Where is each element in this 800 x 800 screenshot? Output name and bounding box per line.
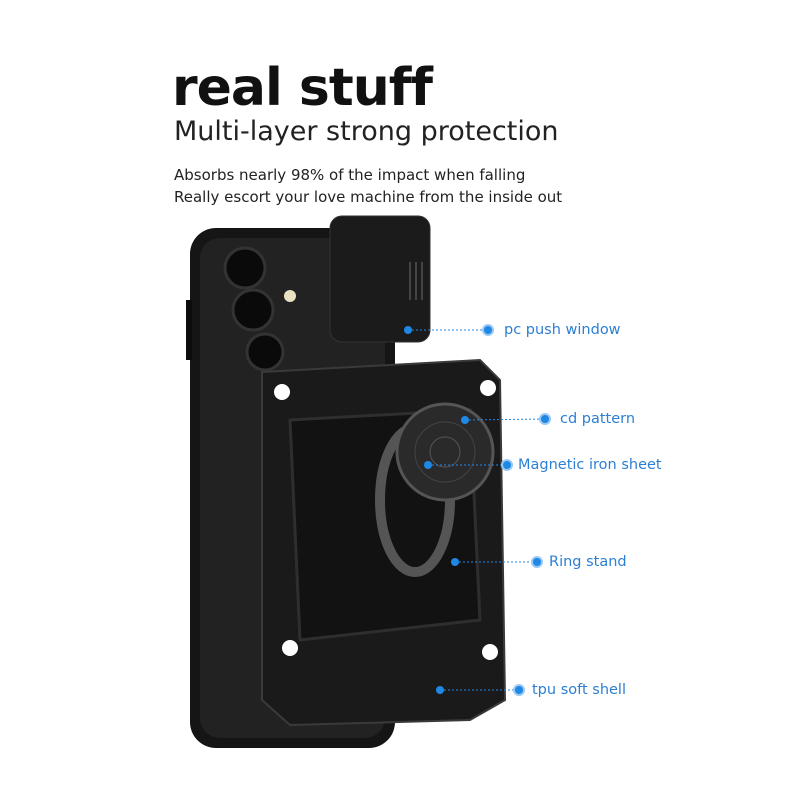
callout-magnetic-iron-sheet: Magnetic iron sheet [518, 457, 662, 473]
callout-cd-pattern: cd pattern [560, 411, 636, 427]
headline: real stuff [172, 58, 433, 118]
callout-pc-push-window: pc push window [504, 322, 621, 338]
description-line-1: Absorbs nearly 98% of the impact when fa… [174, 166, 526, 184]
callout-dots [404, 324, 551, 696]
description-line-2: Really escort your love machine from the… [174, 188, 563, 206]
cd-pattern-disc [395, 402, 495, 502]
callout-tpu-soft-shell: tpu soft shell [532, 682, 626, 698]
camera-slider [329, 215, 431, 343]
camera-lenses [223, 246, 296, 372]
subtitle: Multi-layer strong protection [174, 116, 559, 147]
callout-ring-stand: Ring stand [549, 554, 627, 570]
callout-lines [408, 329, 546, 691]
